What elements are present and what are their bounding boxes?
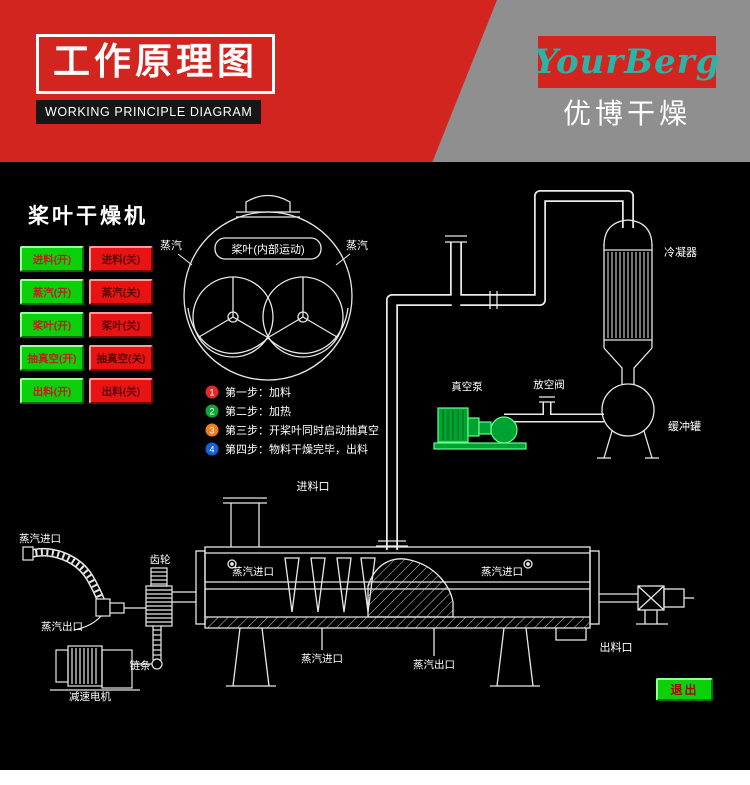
vacuum-pump-unit bbox=[433, 407, 527, 450]
exit-button[interactable]: 退出 bbox=[656, 678, 713, 701]
right-bearing-assembly bbox=[599, 585, 694, 625]
support-legs bbox=[226, 627, 540, 687]
paddle-off-button[interactable]: 桨叶(关) bbox=[89, 312, 153, 338]
discharge-off-button[interactable]: 出料(关) bbox=[89, 378, 153, 404]
drive-train bbox=[50, 567, 196, 691]
dryer-machine bbox=[195, 497, 694, 687]
condenser-tubes bbox=[607, 252, 649, 338]
steam-label-right: 蒸汽 bbox=[346, 238, 368, 252]
buffer-tank-vessel bbox=[597, 383, 659, 459]
chain-label: 链条 bbox=[130, 659, 151, 672]
pipe-cap-flange bbox=[445, 235, 467, 243]
steam-hose bbox=[22, 546, 146, 631]
brand-logo-band: YourBerg bbox=[534, 36, 719, 88]
vent-valve-icon bbox=[539, 396, 555, 403]
brand-name-cn: 优博干燥 bbox=[562, 98, 691, 129]
gear-label: 齿轮 bbox=[150, 553, 171, 566]
machine-title: 桨叶干燥机 bbox=[28, 205, 148, 228]
vacuum-off-button[interactable]: 抽真空(关) bbox=[89, 345, 153, 371]
steam-inlet-hose-label: 蒸汽进口 bbox=[19, 532, 61, 545]
vacuum-piping bbox=[386, 190, 634, 550]
step-3-badge bbox=[205, 423, 219, 437]
steam-outlet-hose-label: 蒸汽出口 bbox=[41, 620, 83, 633]
steam-label-left: 蒸汽 bbox=[160, 238, 182, 252]
buffer-tank-label: 缓冲罐 bbox=[668, 419, 701, 433]
header: 工作原理图 WORKING PRINCIPLE DIAGRAM YourBerg… bbox=[0, 0, 750, 162]
condenser-label: 冷凝器 bbox=[664, 245, 697, 259]
steam-off-button[interactable]: 蒸汽(关) bbox=[89, 279, 153, 305]
discharge-outlet-label: 出料口 bbox=[600, 640, 633, 654]
diagram-area: 1 第一步：加料 2 第二步：加热 3 第三步：开桨叶同时启动抽真空 4 第四步… bbox=[0, 162, 750, 770]
steam-arrows bbox=[177, 253, 351, 266]
step-2-text: 第二步：加热 bbox=[225, 404, 291, 418]
step-4-text: 第四步：物料干燥完毕，出料 bbox=[225, 442, 368, 456]
step-2-badge bbox=[205, 404, 219, 418]
vessel-label: 桨叶(内部运动) bbox=[231, 242, 304, 256]
page-title: 工作原理图 bbox=[36, 34, 275, 94]
vacuum-on-button[interactable]: 抽真空(开) bbox=[20, 345, 84, 371]
steam-on-button[interactable]: 蒸汽(开) bbox=[20, 279, 84, 305]
step-3-text: 第三步：开桨叶同时启动抽真空 bbox=[225, 423, 379, 437]
step-1-text: 第一步：加料 bbox=[225, 385, 291, 399]
step-2-num: 2 bbox=[209, 407, 214, 417]
steam-inlet-body-left-label: 蒸汽进口 bbox=[232, 565, 274, 578]
feed-on-button[interactable]: 进料(开) bbox=[20, 246, 84, 272]
vent-valve-label: 放空阀 bbox=[533, 378, 565, 391]
control-button-panel: 进料(开) 进料(关) 蒸汽(开) 蒸汽(关) 桨叶(开) 桨叶(关) 抽真空(… bbox=[20, 246, 153, 404]
page-subtitle-en: WORKING PRINCIPLE DIAGRAM bbox=[36, 100, 262, 124]
process-steps: 1 第一步：加料 2 第二步：加热 3 第三步：开桨叶同时启动抽真空 4 第四步… bbox=[205, 385, 379, 456]
rotary-joint bbox=[73, 598, 146, 631]
pump-motor-fins bbox=[442, 410, 464, 440]
step-1-badge bbox=[205, 385, 219, 399]
gear-motor bbox=[50, 645, 140, 691]
paddle-spokes bbox=[198, 277, 338, 338]
step-1-num: 1 bbox=[209, 388, 214, 398]
steam-inlet-body-right-label: 蒸汽进口 bbox=[481, 565, 523, 578]
feed-off-button[interactable]: 进料(关) bbox=[89, 246, 153, 272]
paddle-on-button[interactable]: 桨叶(开) bbox=[20, 312, 84, 338]
step-3-num: 3 bbox=[209, 426, 214, 436]
discharge-on-button[interactable]: 出料(开) bbox=[20, 378, 84, 404]
steam-inlet-bottom-label: 蒸汽进口 bbox=[301, 652, 343, 665]
gear-teeth bbox=[146, 589, 172, 623]
pipe-flange-joint bbox=[489, 291, 498, 309]
brand-logo: YourBerg bbox=[533, 42, 721, 82]
feed-inlet-label: 进料口 bbox=[297, 479, 330, 493]
step-4-badge bbox=[205, 442, 219, 456]
chain-links bbox=[152, 626, 162, 660]
vacuum-pump-label: 真空泵 bbox=[451, 380, 483, 393]
step-4-num: 4 bbox=[209, 445, 214, 455]
motor-label: 减速电机 bbox=[69, 690, 111, 703]
principle-diagram: 1 第一步：加料 2 第二步：加热 3 第三步：开桨叶同时启动抽真空 4 第四步… bbox=[19, 190, 701, 703]
steam-outlet-bottom-label: 蒸汽出口 bbox=[413, 658, 455, 671]
condenser-vessel bbox=[603, 219, 653, 384]
diagram-labels: 桨叶(内部运动) 蒸汽 蒸汽 冷凝器 缓冲罐 真空泵 放空阀 进料口 蒸汽进口 … bbox=[19, 238, 701, 703]
dryer-cross-section bbox=[177, 194, 353, 381]
red-banner bbox=[0, 0, 497, 162]
